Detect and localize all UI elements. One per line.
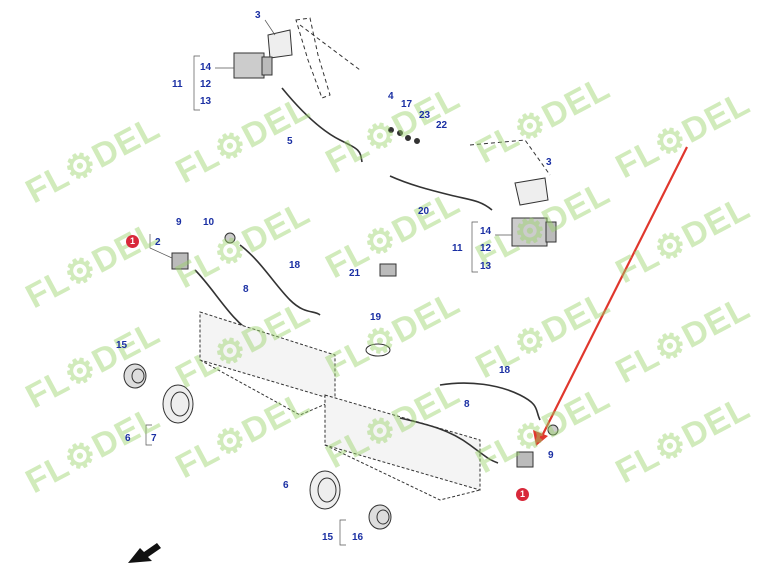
frame-right [324,394,481,501]
connector-10 [224,232,236,244]
harness-8-right [399,417,499,464]
callout-11: 11 [172,79,183,90]
lamp-15-left [123,363,147,389]
callout-12: 12 [480,243,492,254]
callout-7: 7 [151,433,157,444]
callout-9: 9 [176,217,182,228]
callout-22: 22 [436,120,448,131]
relay-right [511,217,557,247]
lamp-6-left [162,384,194,424]
lamp-15-right [368,504,392,530]
callout-21: 21 [349,268,361,279]
leader-lines [145,19,512,546]
callout-4: 4 [388,91,394,102]
pointer-arrow-line [539,146,688,441]
lamp-left-part-1 [171,252,189,270]
callout-15: 15 [116,340,128,351]
item-1-badge: 1 [516,488,529,501]
item-1-badge: 1 [126,235,139,248]
harness-18-left [239,244,321,316]
frame-left [199,311,336,416]
callout-14: 14 [200,62,212,73]
relay-top-left [233,52,273,79]
callout-5: 5 [287,136,293,147]
clamp-19 [365,343,391,357]
fasteners-4-23 [388,127,420,144]
callout-20: 20 [418,206,430,217]
callout-16: 16 [352,532,364,543]
callout-8: 8 [243,284,249,295]
callout-2: 2 [155,237,161,248]
bracket-right [469,139,551,206]
callout-3: 3 [255,10,261,21]
callout-9: 9 [548,450,554,461]
switch-21 [379,263,397,277]
callout-13: 13 [480,261,492,272]
harness-20 [389,175,493,211]
harness-18-right [439,382,541,421]
direction-arrow [128,543,161,563]
callout-8: 8 [464,399,470,410]
callout-6: 6 [125,433,131,444]
callout-3: 3 [546,157,552,168]
callout-19: 19 [370,312,382,323]
callout-12: 12 [200,79,212,90]
connector-9-right [547,424,559,436]
lamp-right-part-1 [516,451,534,468]
pointer-arrow-head [533,430,548,446]
lamp-6-right [309,470,341,510]
harness-5 [281,87,363,163]
callout-15: 15 [322,532,334,543]
callout-18: 18 [289,260,301,271]
callout-18: 18 [499,365,511,376]
callout-11: 11 [452,243,463,254]
bracket-top-left [267,17,361,99]
callout-23: 23 [419,110,431,121]
callout-10: 10 [203,217,215,228]
callout-17: 17 [401,99,413,110]
callout-14: 14 [480,226,492,237]
callout-6: 6 [283,480,289,491]
callout-13: 13 [200,96,212,107]
